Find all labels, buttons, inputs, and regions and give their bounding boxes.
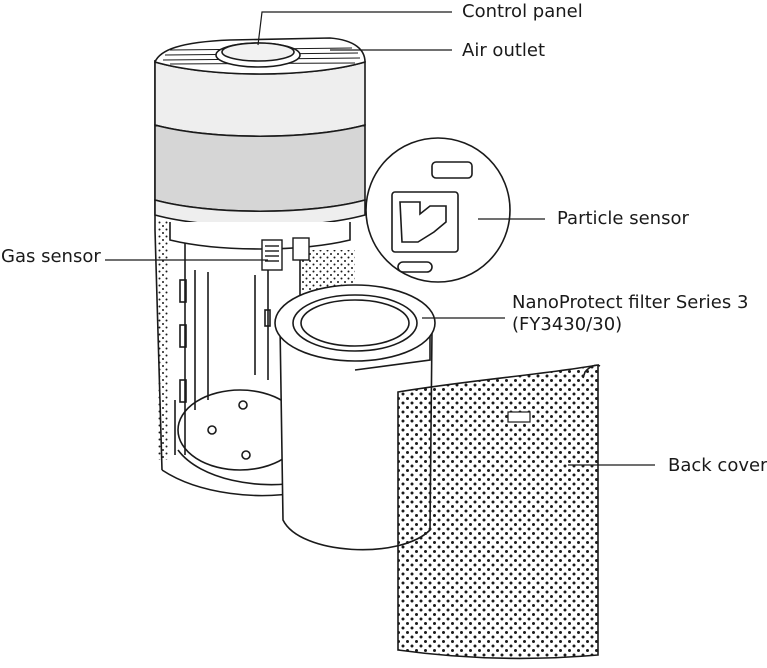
label-filter: NanoProtect filter Series 3 (FY3430/30) — [512, 292, 748, 336]
label-particle-sensor: Particle sensor — [557, 208, 689, 229]
control-panel-disc — [215, 42, 301, 68]
leader-control-panel — [257, 11, 452, 46]
top-housing — [153, 37, 366, 250]
leader-lines — [105, 11, 655, 466]
particle-sensor-callout — [365, 137, 511, 283]
label-filter-line1: NanoProtect filter Series 3 — [512, 292, 749, 313]
back-cover — [397, 364, 601, 660]
nanoprotect-filter — [274, 284, 436, 551]
label-back-cover: Back cover — [668, 455, 767, 476]
gas-sensor-module — [261, 237, 310, 271]
label-gas-sensor: Gas sensor — [1, 246, 101, 267]
left-grille — [157, 220, 169, 460]
label-air-outlet: Air outlet — [462, 40, 546, 61]
label-control-panel: Control panel — [462, 1, 583, 22]
label-filter-line2: (FY3430/30) — [512, 314, 623, 335]
